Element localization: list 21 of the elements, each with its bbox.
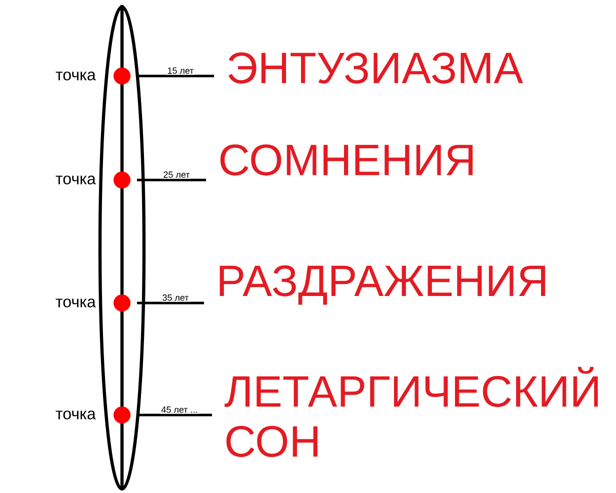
age-label: 45 лет ... xyxy=(160,406,199,414)
age-label: 35 лет xyxy=(161,293,190,302)
ellipse xyxy=(98,5,146,491)
point-label: точка xyxy=(56,176,96,184)
stage-label: СОМНЕНИЯ xyxy=(220,144,473,176)
dot xyxy=(114,68,130,84)
connector-line xyxy=(137,74,214,78)
age-label: 15 лет xyxy=(166,66,195,75)
connector-line xyxy=(137,178,206,182)
connector-line xyxy=(137,414,212,416)
dot xyxy=(114,294,130,312)
dot xyxy=(114,406,130,424)
connector-line xyxy=(137,302,204,304)
dot xyxy=(114,172,130,188)
point-label: точка xyxy=(56,298,96,308)
point-label: точка xyxy=(56,72,96,80)
age-label: 25 лет xyxy=(162,170,191,179)
stage-label: ЛЕТАРГИЧЕСКИЙ СОН xyxy=(224,366,598,458)
stage-label: ЭНТУЗИАЗМА xyxy=(228,52,524,84)
point-label: точка xyxy=(56,410,96,420)
stage-label: РАЗДРАЖЕНИЯ xyxy=(220,265,546,305)
